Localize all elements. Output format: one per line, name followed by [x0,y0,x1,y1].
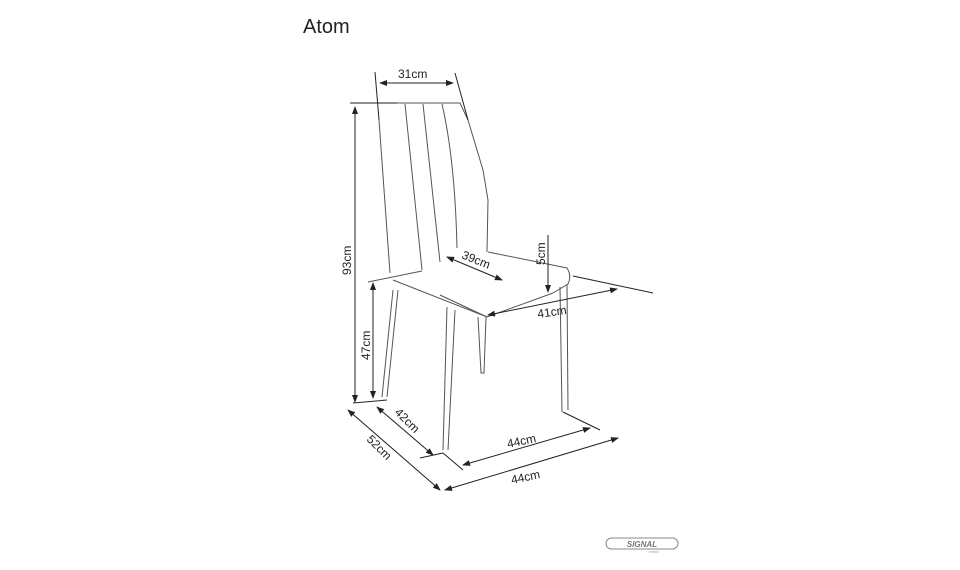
label-total-depth: 52cm [364,432,395,463]
signal-logo: SIGNAL meble [605,537,679,554]
label-leg-width: 44cm [506,431,538,451]
svg-text:SIGNAL: SIGNAL [627,540,657,549]
dimension-labels: 31cm 93cm 47cm 5cm 39cm 41cm 42cm 52cm 4… [340,67,567,487]
chair-outline [367,102,571,451]
label-back-width: 31cm [398,67,427,81]
product-title: Atom [303,16,350,38]
label-seat-height: 47cm [359,331,373,360]
label-total-height: 93cm [340,246,354,275]
label-leg-depth: 42cm [392,405,423,436]
label-seat-width: 41cm [536,303,567,321]
label-seat-thickness: 5cm [534,242,548,265]
svg-text:meble: meble [649,549,661,554]
label-total-width: 44cm [510,467,542,487]
dimension-lines [347,71,654,491]
